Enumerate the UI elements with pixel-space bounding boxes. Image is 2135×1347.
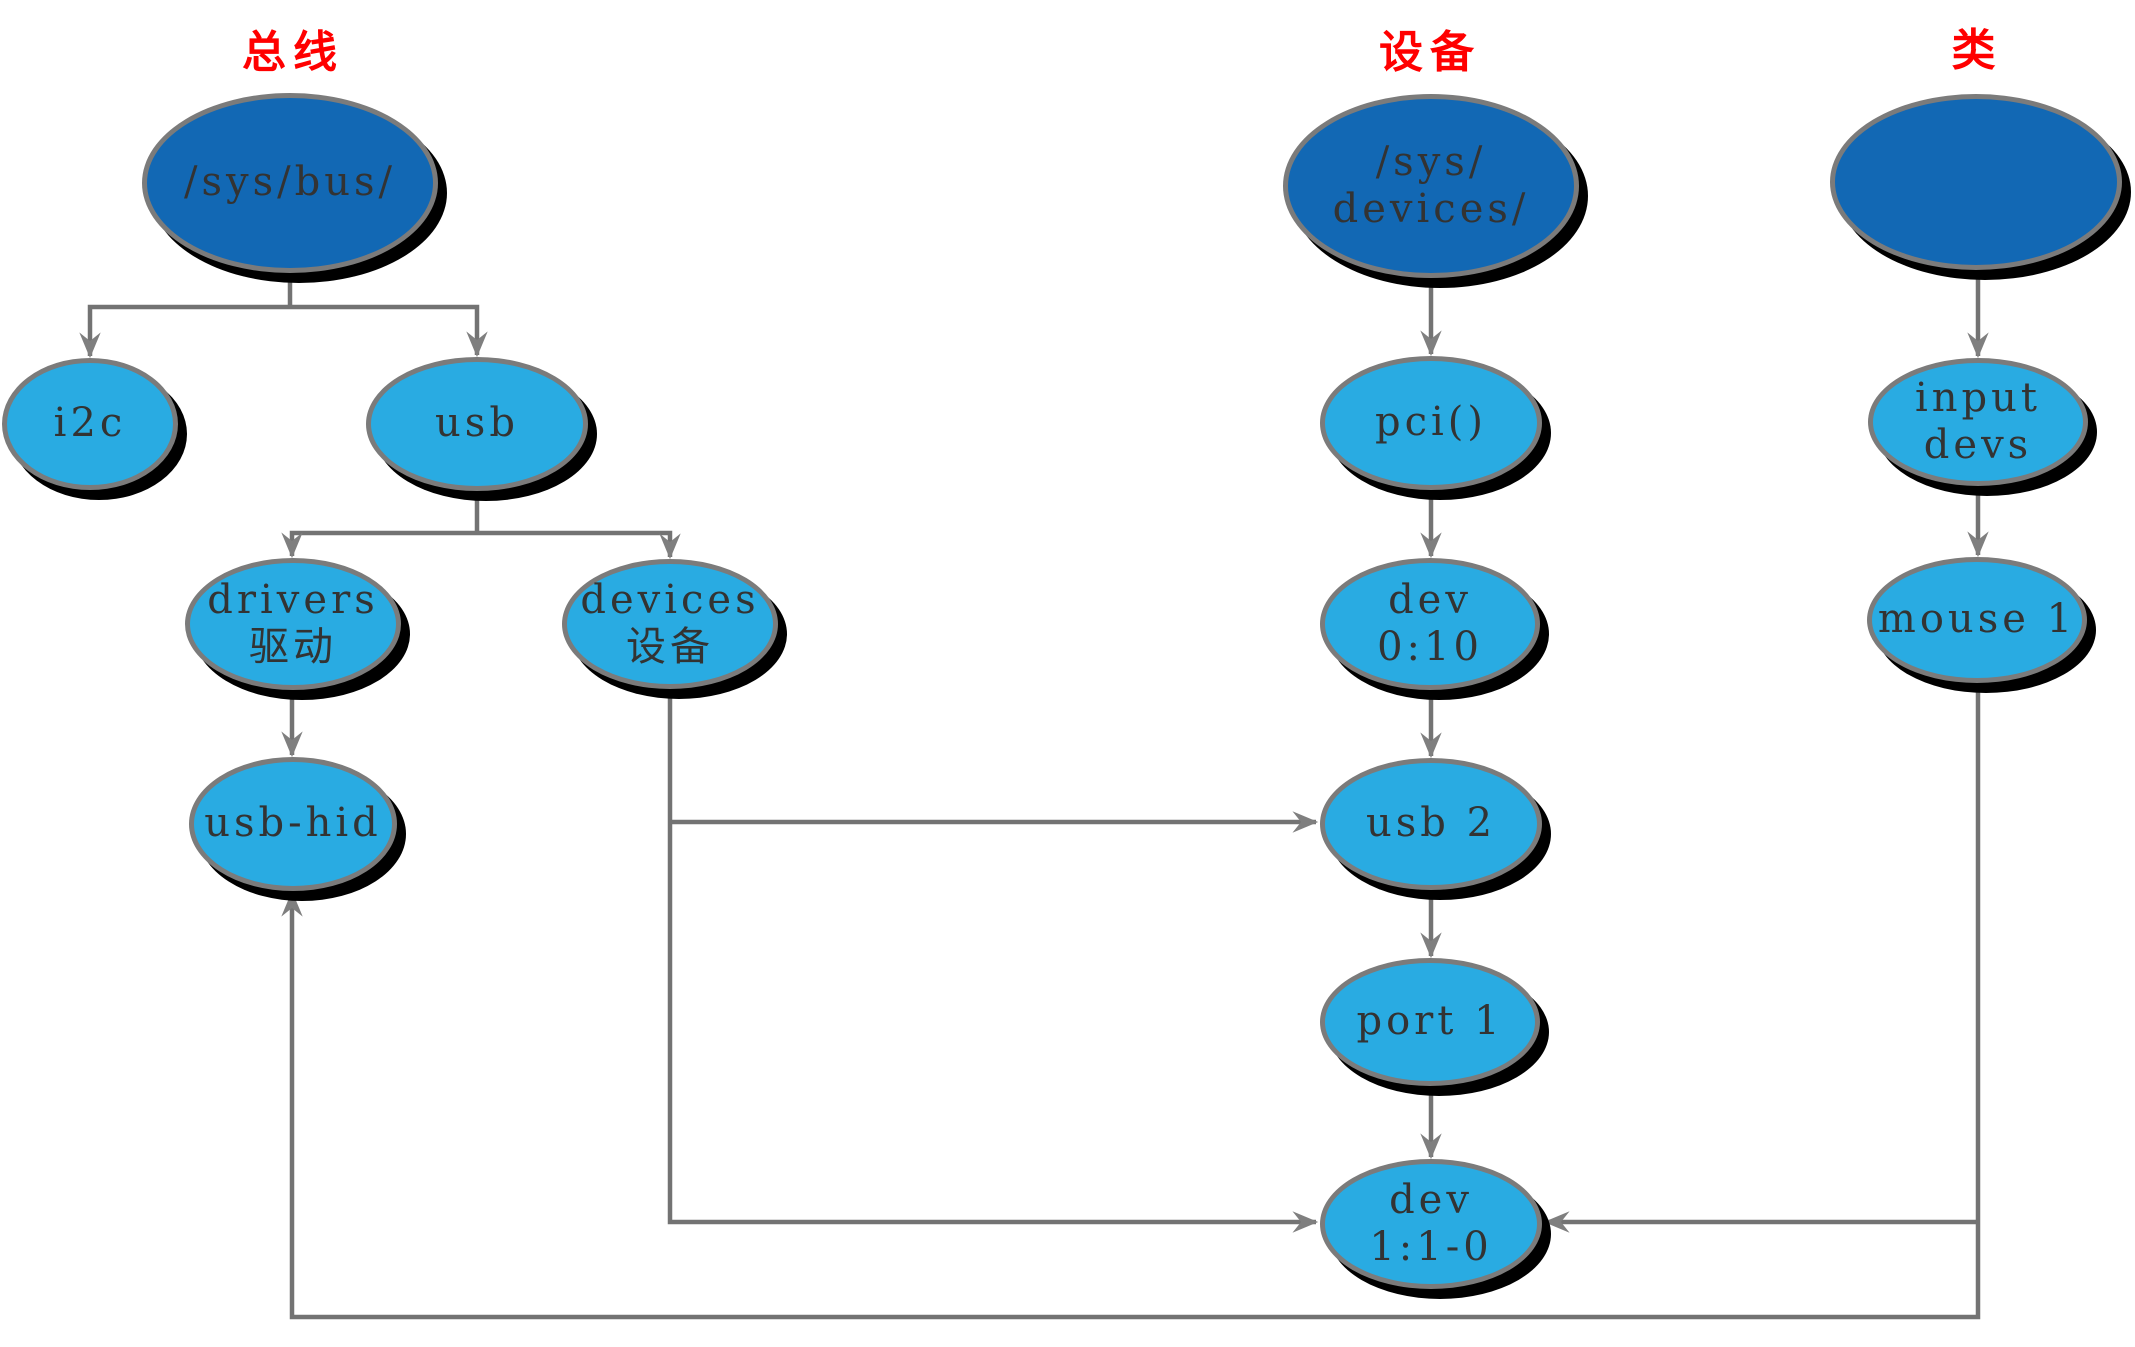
edge-bus-to-i2c-usb [79, 304, 488, 359]
node-label: input [1915, 374, 2041, 421]
node-label: dev [1389, 1176, 1473, 1223]
node-label: mouse 1 [1877, 596, 2077, 643]
node-label: 0:10 [1377, 624, 1483, 670]
node-label: drivers [207, 576, 379, 623]
node-label: pci() [1374, 399, 1487, 446]
node-dev-0-10: dev 0:10 [1320, 558, 1540, 690]
node-label: port 1 [1356, 998, 1504, 1045]
node-label: 驱动 [249, 624, 337, 670]
node-label: devs [1923, 422, 2033, 468]
node-label: dev [1388, 576, 1472, 623]
node-label: /sys/ [1375, 138, 1487, 185]
node-label: /sys/bus/ [184, 159, 396, 206]
column-title-bus: 总线 [242, 27, 344, 78]
node-label: usb-hid [204, 800, 382, 847]
node-drivers: drivers 驱动 [185, 558, 401, 690]
node-label: 设备 [626, 624, 714, 670]
column-title-class: 类 [1951, 25, 2003, 76]
node-usb-hid: usb-hid [189, 757, 397, 891]
edge-mouse1-to-usbhid [281, 683, 1981, 1320]
node-label: i2c [53, 400, 127, 447]
node-i2c: i2c [2, 358, 178, 490]
node-usb: usb [366, 357, 588, 491]
node-devices: devices 设备 [562, 559, 778, 689]
node-mouse-1: mouse 1 [1867, 557, 2087, 683]
node-label: usb [435, 400, 519, 447]
node-label: 1:1-0 [1369, 1224, 1493, 1270]
node-label: usb 2 [1365, 800, 1497, 847]
node-dev-1-1-0: dev 1:1-0 [1320, 1159, 1542, 1289]
node-pci: pci() [1320, 356, 1542, 490]
column-title-devices: 设备 [1379, 27, 1481, 78]
edge-usb-to-drivers-devices [281, 530, 681, 560]
edge-devices-to-dev110 [667, 689, 1319, 1233]
node-sys-devices: /sys/ devices/ [1283, 94, 1579, 278]
node-port-1: port 1 [1320, 958, 1540, 1086]
node-label: devices [580, 576, 760, 623]
node-sys-class [1830, 94, 2122, 270]
node-input-devs: input devs [1868, 358, 2088, 486]
node-label: devices/ [1332, 186, 1530, 232]
node-sys-bus: /sys/bus/ [142, 93, 438, 273]
node-usb-2: usb 2 [1320, 758, 1542, 890]
